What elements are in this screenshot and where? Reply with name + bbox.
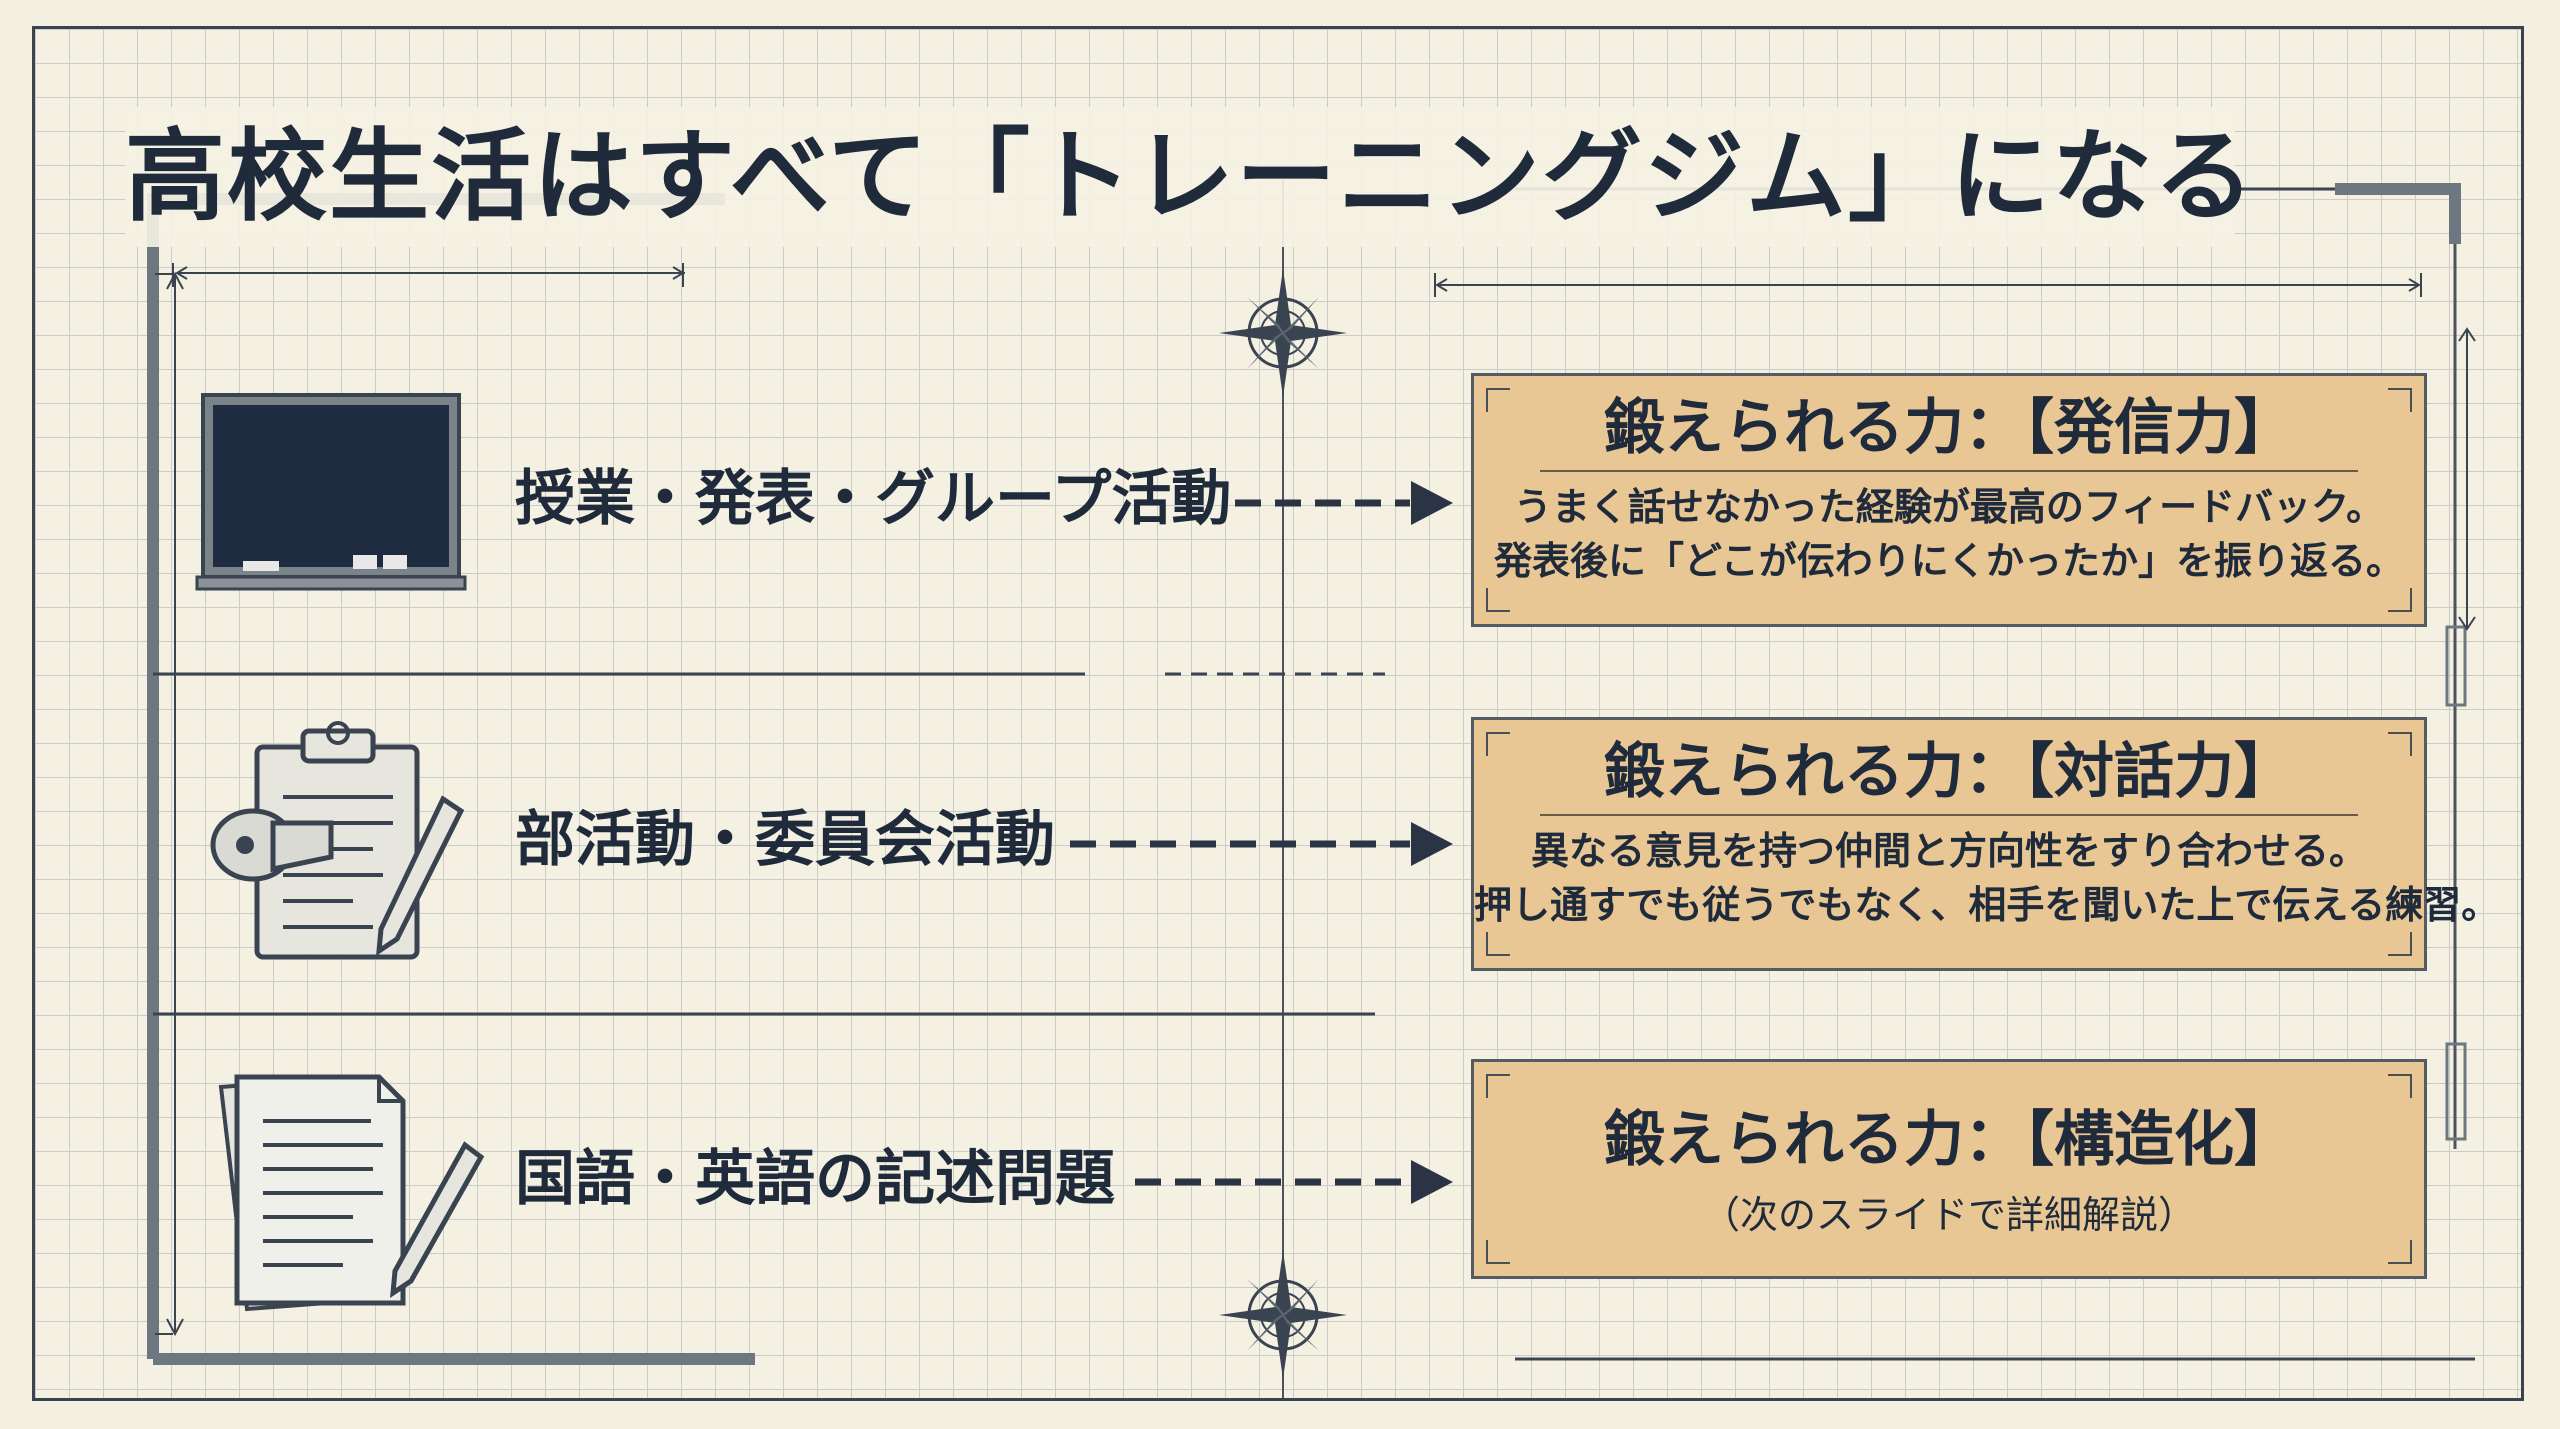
page-title: 高校生活はすべて「トレーニングジム」になる: [125, 118, 2256, 235]
arrow-1: [1235, 481, 1453, 525]
card-divider: [1540, 814, 2358, 816]
arrow-2: [1070, 822, 1453, 866]
documents-pen-icon: [218, 1074, 485, 1312]
blackboard-icon: [195, 393, 467, 591]
card-divider: [1540, 470, 2358, 472]
blueprint-frame: [147, 179, 2476, 1398]
skill-card-line: うまく話せなかった経験が最高のフィードバック。: [1513, 485, 2385, 529]
skill-card-title: 鍛えられる力：【発信力】: [1604, 393, 2294, 463]
skill-card-title: 鍛えられる力：【対話力】: [1604, 737, 2294, 807]
compass-rose-icon: [1219, 269, 1347, 397]
skill-card-1: 鍛えられる力：【発信力】 うまく話せなかった経験が最高のフィードバック。 発表後…: [1471, 373, 2427, 627]
compass-rose-icon-bottom: [1219, 1251, 1347, 1379]
skill-card-note: （次のスライドで詳細解説）: [1701, 1193, 2196, 1237]
skill-card-line: 異なる意見を持つ仲間と方向性をすり合わせる。: [1530, 829, 2367, 873]
skill-card-3: 鍛えられる力：【構造化】 （次のスライドで詳細解説）: [1471, 1059, 2427, 1279]
skill-card-line: 発表後に「どこが伝わりにくかったか」を振り返る。: [1493, 539, 2405, 583]
title-background: 高校生活はすべて「トレーニングジム」になる: [125, 107, 2254, 247]
skill-card-title: 鍛えられる力：【構造化】: [1604, 1105, 2294, 1175]
activity-label-1: 授業・発表・グループ活動: [515, 464, 1232, 534]
clipboard-whistle-icon: [210, 721, 465, 960]
skill-card-2: 鍛えられる力：【対話力】 異なる意見を持つ仲間と方向性をすり合わせる。 押し通す…: [1471, 717, 2500, 971]
skill-card-line: 押し通すでも従うでもなく、相手を聞いた上で伝える練習。: [1474, 883, 2500, 927]
blueprint-sheet: 高校生活はすべて「トレーニングジム」になる 授業・発表・グループ活動 部活動・委…: [32, 26, 2524, 1401]
activity-label-3: 国語・英語の記述問題: [515, 1144, 1115, 1214]
activity-label-2: 部活動・委員会活動: [515, 805, 1055, 875]
arrow-3: [1135, 1160, 1453, 1204]
